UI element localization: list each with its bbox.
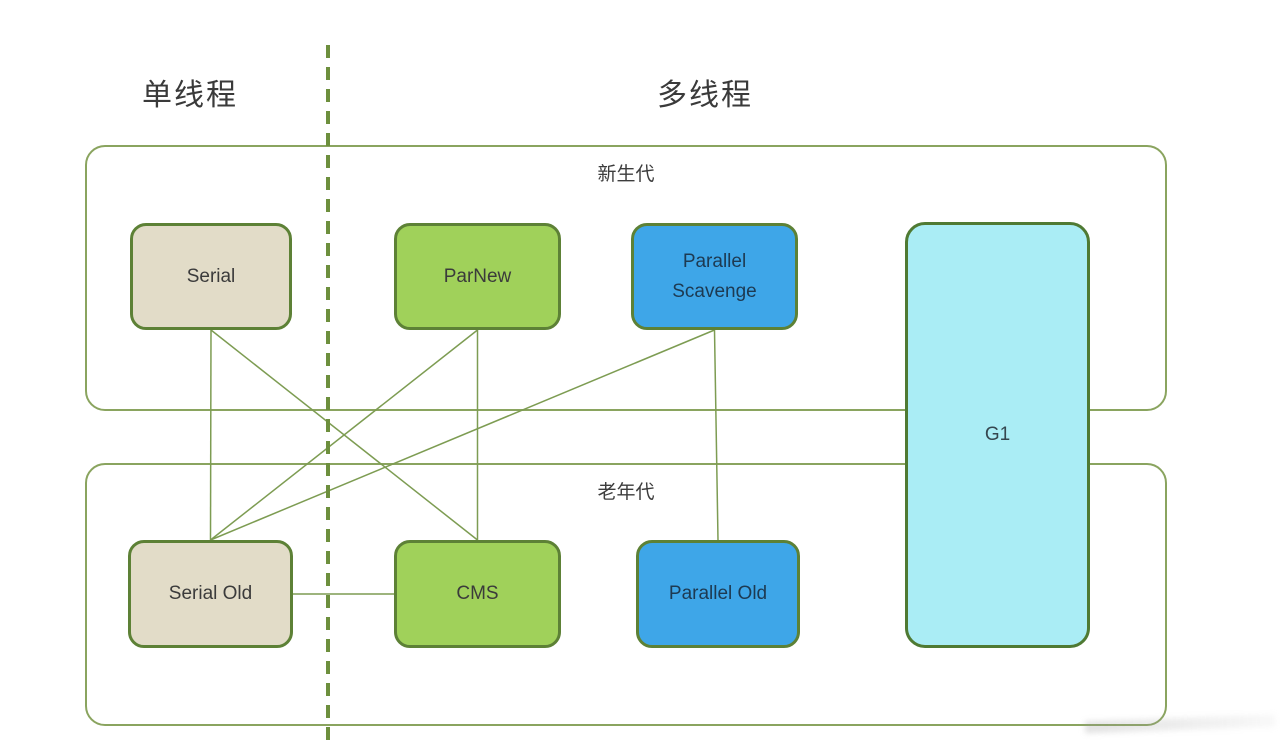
node-g1: G1 <box>905 222 1090 648</box>
connector-parnew-to-serial-old <box>210 329 478 541</box>
node-serial-old: Serial Old <box>128 540 293 648</box>
region-old-generation: 老年代 <box>85 463 1167 726</box>
single-thread-title: 单线程 <box>142 79 238 112</box>
multi-thread-title: 多线程 <box>657 79 753 112</box>
connector-parallel-scavenge-to-serial-old <box>210 329 715 541</box>
region-young-generation: 新生代 <box>85 145 1167 411</box>
connector-parallel-scavenge-to-parallel-old <box>713 329 719 541</box>
node-serial: Serial <box>130 223 292 330</box>
old-generation-label: 老年代 <box>597 482 655 503</box>
node-parallel-scavenge: Parallel Scavenge <box>631 223 798 330</box>
young-generation-label: 新生代 <box>597 164 655 185</box>
node-parallel-scavenge-label: Parallel Scavenge <box>672 251 757 302</box>
node-cms-label: CMS <box>456 583 499 605</box>
node-g1-label: G1 <box>984 424 1011 446</box>
node-serial-label: Serial <box>186 265 236 287</box>
node-cms: CMS <box>394 540 561 648</box>
node-parallel-old: Parallel Old <box>636 540 800 648</box>
node-parnew-label: ParNew <box>443 265 512 287</box>
node-parnew: ParNew <box>394 223 561 330</box>
node-parallel-old-label: Parallel Old <box>668 583 768 605</box>
node-serial-old-label: Serial Old <box>168 583 253 605</box>
thread-divider-dashed-line <box>326 45 330 749</box>
connector-serial-to-serial-old <box>209 329 212 541</box>
